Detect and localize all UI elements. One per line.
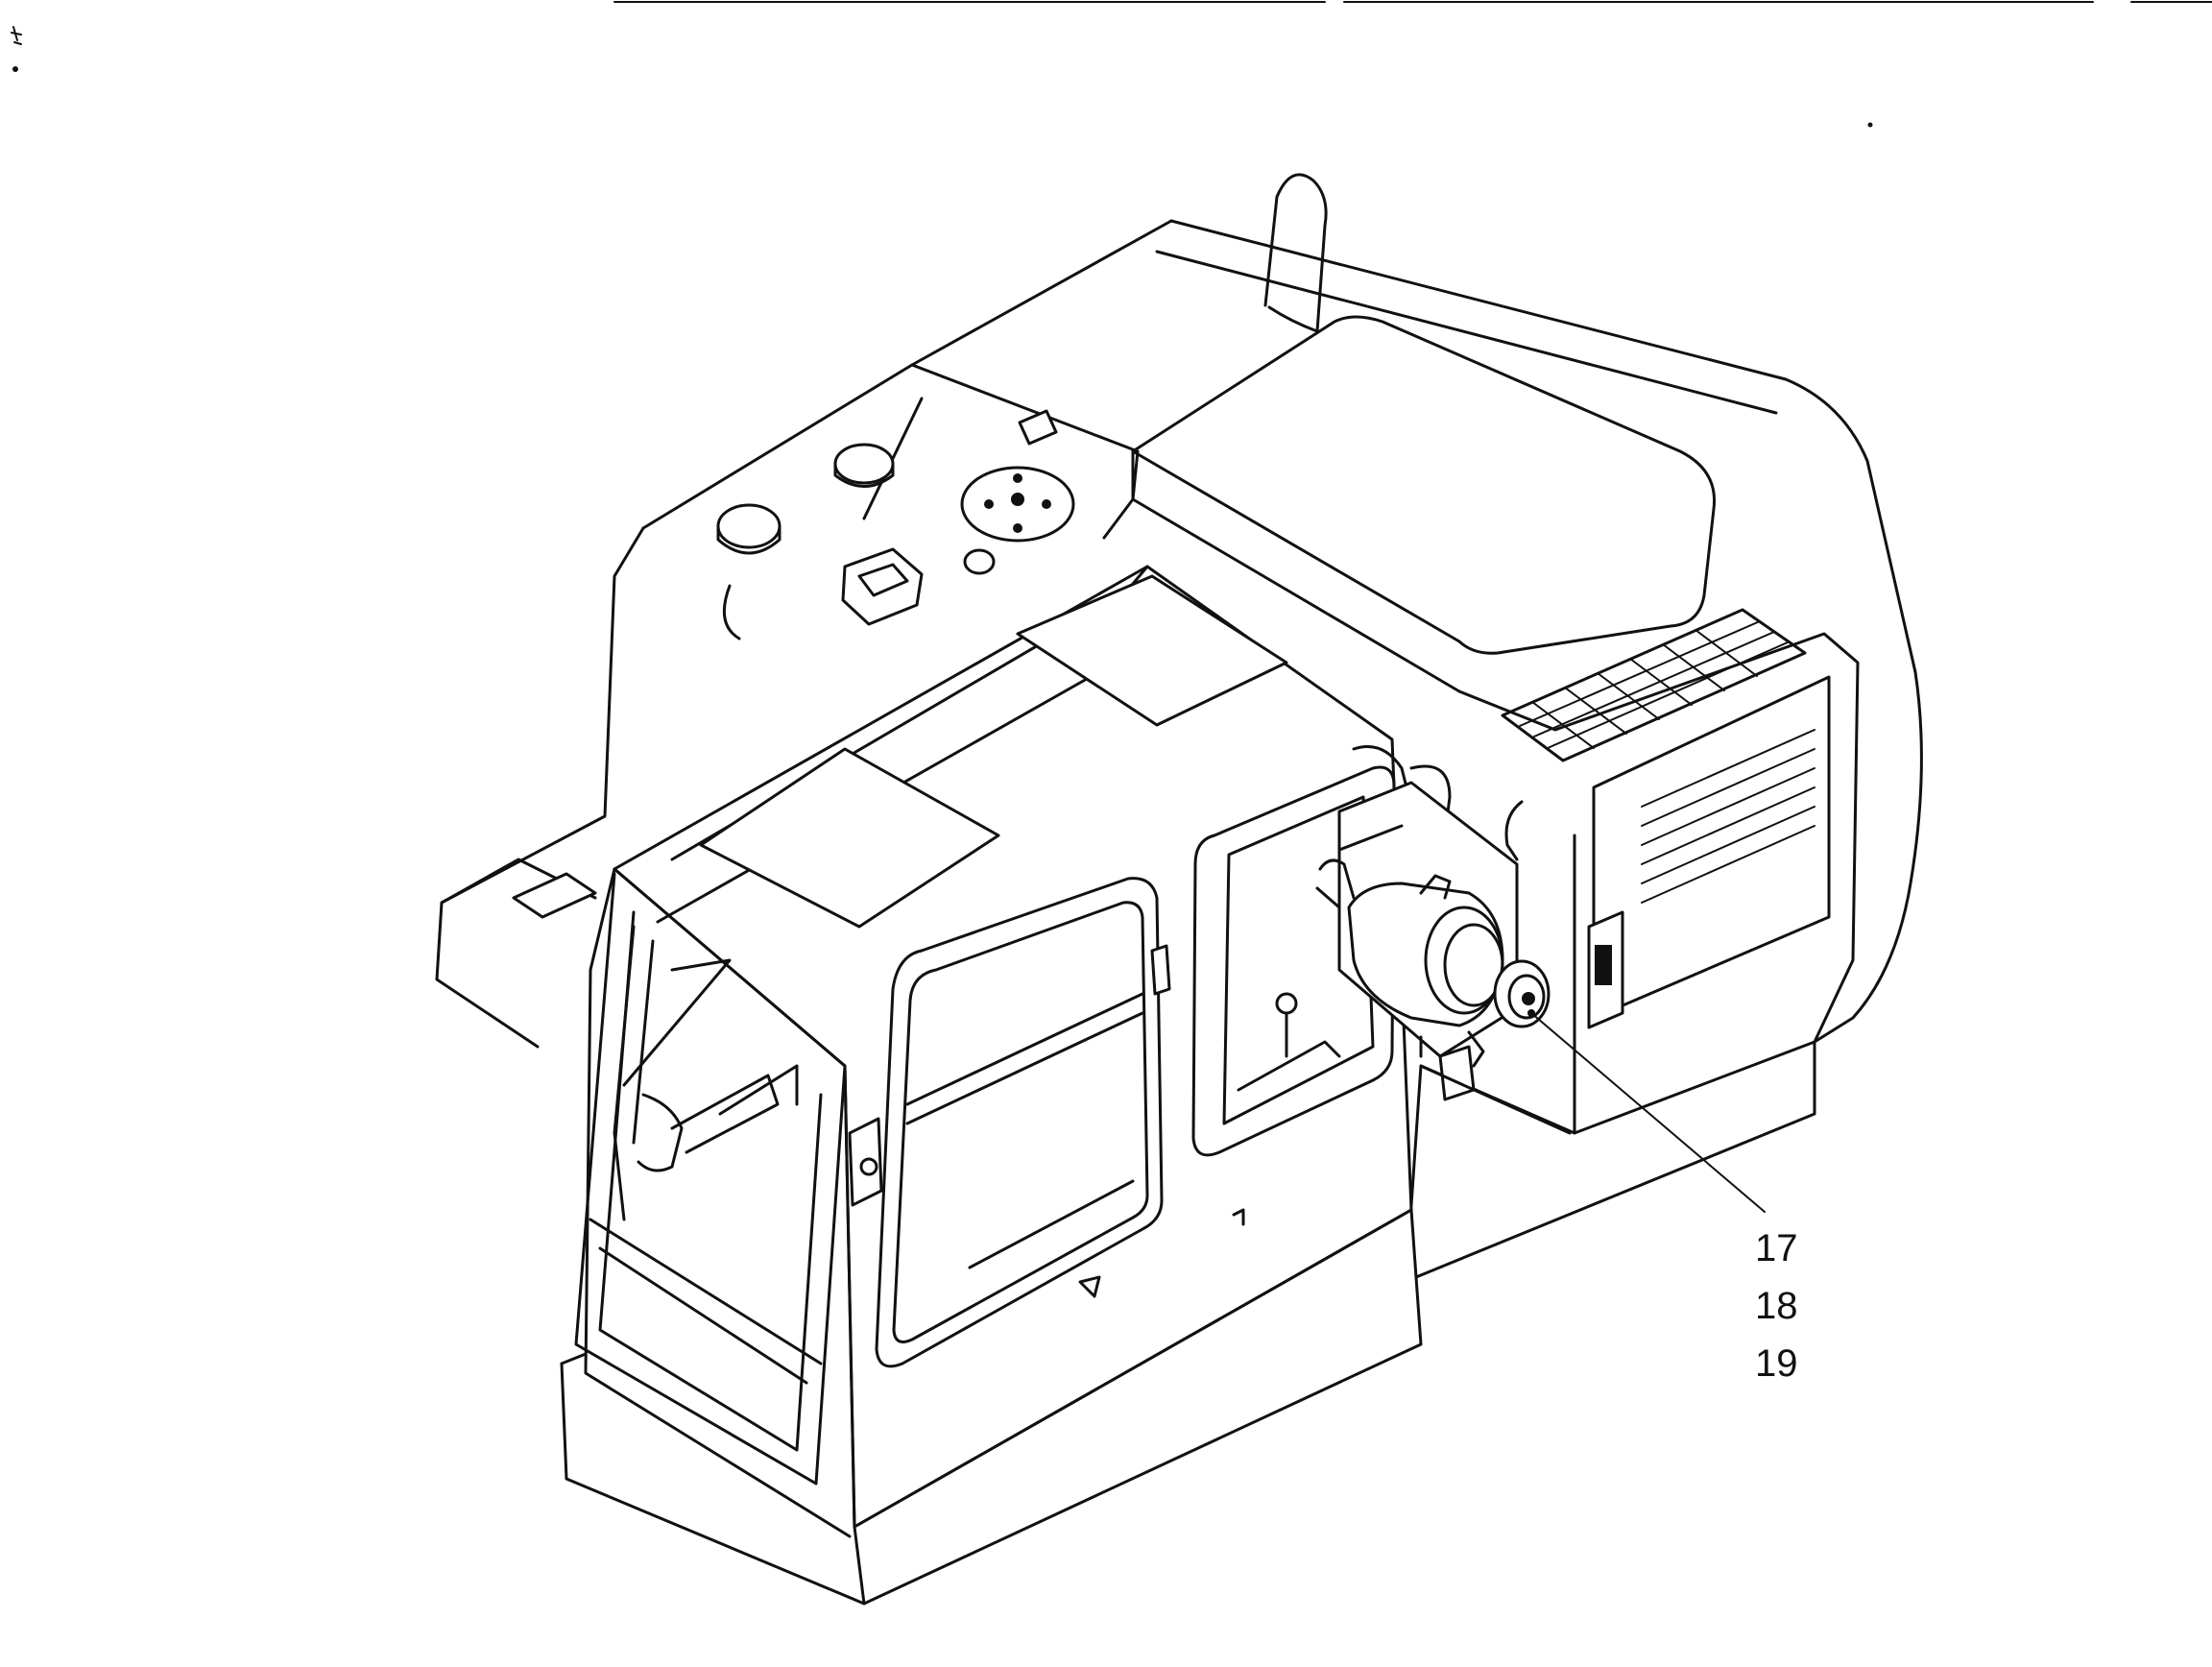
tank-deck [435, 363, 1140, 1049]
storage-box [440, 584, 741, 919]
callout-label-17: 17 [1755, 1227, 1798, 1269]
counterweight-housing [910, 219, 1923, 1044]
wiper-assembly [613, 925, 799, 1221]
callout-label-19: 19 [1755, 1342, 1798, 1385]
turntable-base [560, 1208, 1423, 1606]
compressor-assembly [1315, 781, 1551, 1101]
side-access-panel [1419, 632, 1860, 1135]
cab-side-door [848, 877, 1171, 1368]
cab-roof-panels [699, 574, 1288, 929]
exhaust-pipe [1263, 173, 1328, 333]
callout-leader-line [1527, 1009, 1766, 1213]
scan-marks [11, 26, 1873, 128]
lower-rear-body [1409, 1040, 1816, 1279]
tank-caps [716, 443, 1075, 626]
air-conditioner-compressor-icon [1315, 858, 1551, 1028]
callout-label-18: 18 [1755, 1285, 1798, 1327]
cab-rear-window [1191, 745, 1452, 1226]
